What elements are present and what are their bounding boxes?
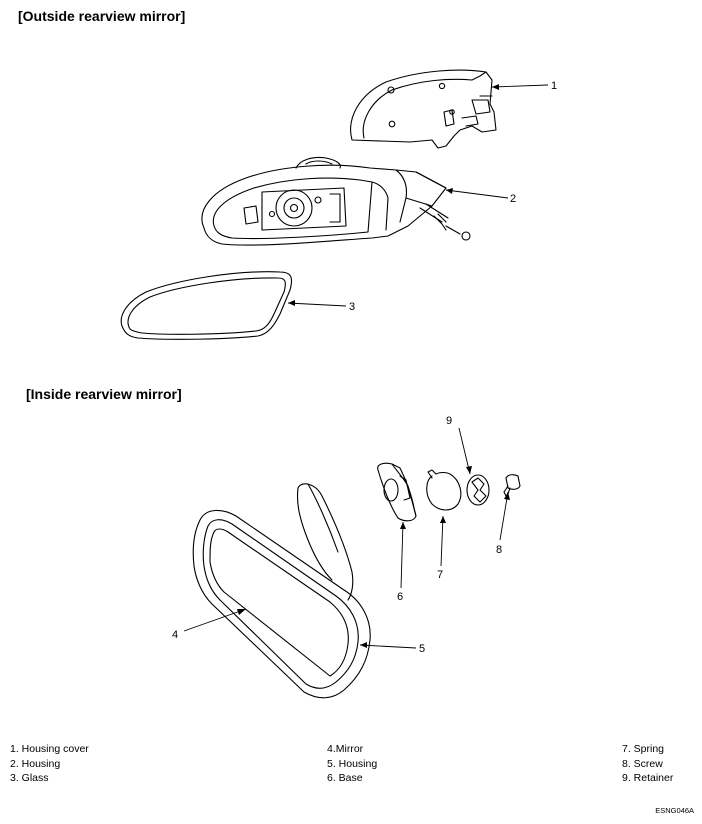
leader-lines <box>183 84 549 649</box>
spring-part <box>426 469 462 511</box>
legend-item: 3. Glass <box>10 772 49 784</box>
legend-item: 7. Spring <box>622 743 665 755</box>
callout-1: 1 <box>551 80 557 92</box>
legend-item: 5. Housing <box>327 757 378 770</box>
base-part <box>377 462 417 522</box>
legend-item: 8. Screw <box>622 757 663 770</box>
inside-mirror-part <box>192 483 371 699</box>
legend-column-3: 7. Spring 8. Screw 9. Retainer <box>622 742 673 786</box>
callout-9: 9 <box>446 415 452 427</box>
callout-6: 6 <box>397 591 403 603</box>
outside-housing-part <box>201 156 471 246</box>
figure-code: ESNG046A <box>655 806 694 815</box>
exploded-diagram: 1 2 3 4 5 6 7 8 9 <box>120 69 557 699</box>
callout-2: 2 <box>510 193 516 205</box>
callout-3: 3 <box>349 301 355 313</box>
glass-part <box>120 271 293 340</box>
legend-item: 6. Base <box>327 772 363 784</box>
leader-arrowheads <box>237 84 510 648</box>
callout-8: 8 <box>496 544 502 556</box>
legend-item: 2. Housing <box>10 757 61 770</box>
legend-column-2: 4.Mirror 5. Housing 6. Base <box>327 742 377 786</box>
legend-item: 1. Housing cover <box>10 743 89 755</box>
outside-mirror-title: [Outside rearview mirror] <box>18 8 186 24</box>
inside-mirror-title: [Inside rearview mirror] <box>26 386 182 402</box>
retainer-part <box>466 474 490 506</box>
screw-part <box>503 474 521 497</box>
legend-item: 4.Mirror <box>327 743 364 755</box>
legend-column-1: 1. Housing cover 2. Housing 3. Glass <box>10 742 89 786</box>
callout-7: 7 <box>437 569 443 581</box>
callout-4: 4 <box>172 629 178 641</box>
housing-cover-part <box>350 69 497 149</box>
legend-item: 9. Retainer <box>622 772 674 784</box>
callout-5: 5 <box>419 643 425 655</box>
